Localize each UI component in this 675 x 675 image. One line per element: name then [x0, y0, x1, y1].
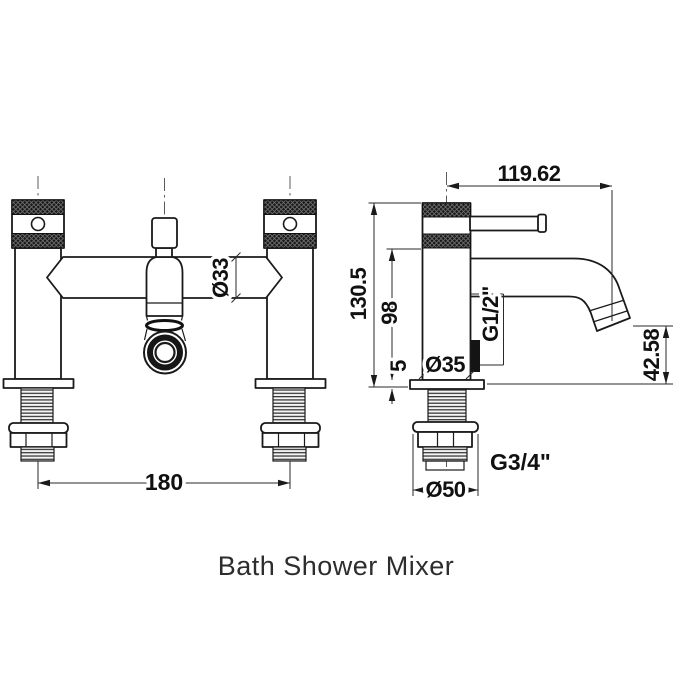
body-knurl-top [422, 202, 471, 218]
dim-body-height-label: 98 [377, 301, 402, 325]
right-handle-screw [282, 216, 298, 232]
front-view: 180 Ø33 [2, 176, 327, 499]
side-nut-facets [436, 432, 455, 447]
right-handle [263, 199, 317, 249]
o-ring [145, 319, 184, 332]
spout-aerator-ribs [588, 299, 628, 323]
left-flange [2, 378, 75, 389]
body-knurl-lower [422, 233, 471, 249]
dimension-42-58: 42.58 [487, 325, 673, 385]
dim-shower-outlet-thread-label: G1/2" [478, 286, 503, 342]
side-nut [417, 431, 473, 448]
dimension-5: 5 [383, 356, 415, 404]
left-nut-facets [25, 433, 53, 447]
left-upper-thread [20, 387, 54, 424]
handset-outlet-opening [154, 341, 176, 364]
handset-outlet-ring [147, 334, 183, 371]
left-handle-screw [30, 216, 46, 232]
side-washer [412, 421, 479, 433]
lever-handle [469, 213, 547, 233]
shower-diverter-outlet [143, 256, 187, 375]
left-handle-knurl-bottom [11, 233, 65, 249]
handle-end-cap [537, 213, 547, 233]
left-lower-thread [20, 446, 55, 462]
dim-flange-diameter-50-label: Ø50 [425, 477, 465, 502]
knob-neck [155, 247, 173, 258]
right-upper-thread [272, 387, 306, 424]
outlet-housing-sides [143, 328, 187, 342]
right-lower-thread [272, 446, 307, 462]
dimension-119-62: 119.62 [447, 161, 613, 321]
drawing-caption: Bath Shower Mixer [218, 551, 455, 581]
side-flange [409, 379, 485, 390]
knob-cap [151, 217, 178, 249]
dimension-o33: Ø33 [205, 252, 241, 303]
dimension-98: 98 [374, 248, 421, 380]
side-view: 119.62 130.5 98 5 Ø35 [346, 161, 673, 506]
right-flange [254, 378, 327, 389]
right-nut-facets [277, 433, 306, 447]
right-leg-fixings [254, 378, 327, 462]
dimension-130-5: 130.5 [346, 202, 421, 388]
dim-spout-reach-label: 119.62 [497, 161, 560, 186]
side-fixings [409, 379, 485, 471]
dimension-o35: Ø35 [418, 349, 475, 381]
left-washer [8, 422, 69, 434]
dim-flange-height-label: 5 [386, 360, 411, 372]
g12-extension-lines [471, 293, 504, 366]
dimension-180: 180 [37, 462, 291, 499]
right-washer [260, 422, 321, 434]
handle-rod [469, 215, 540, 232]
side-upper-thread [427, 388, 467, 423]
dim-centres-180-label: 180 [145, 469, 183, 495]
dim-inlet-thread-label: G3/4" [490, 449, 551, 475]
spout [469, 257, 631, 332]
right-nut [261, 432, 320, 448]
dim-body-diameter-33-label: Ø33 [208, 258, 233, 298]
right-handle-knurl-bottom [263, 233, 317, 249]
side-thread-tip [425, 460, 465, 471]
dim-spout-drop-label: 42.58 [639, 328, 664, 381]
left-handle [11, 199, 65, 249]
left-handle-knurl-top [11, 199, 65, 215]
diverter-knob [151, 217, 178, 258]
shower-outlet-thread-block [471, 340, 480, 372]
right-handle-knurl-top [263, 199, 317, 215]
left-nut [9, 432, 68, 448]
bulb-taper-lines [145, 315, 184, 321]
dim-overall-height-label: 130.5 [346, 267, 371, 320]
diverter-bulb [145, 256, 184, 317]
dimension-o50: Ø50 [412, 434, 479, 506]
spout-profile [469, 257, 631, 332]
dim-body-diameter-35-label: Ø35 [425, 352, 465, 377]
left-leg-fixings [2, 378, 75, 462]
side-lower-thread [422, 446, 468, 462]
